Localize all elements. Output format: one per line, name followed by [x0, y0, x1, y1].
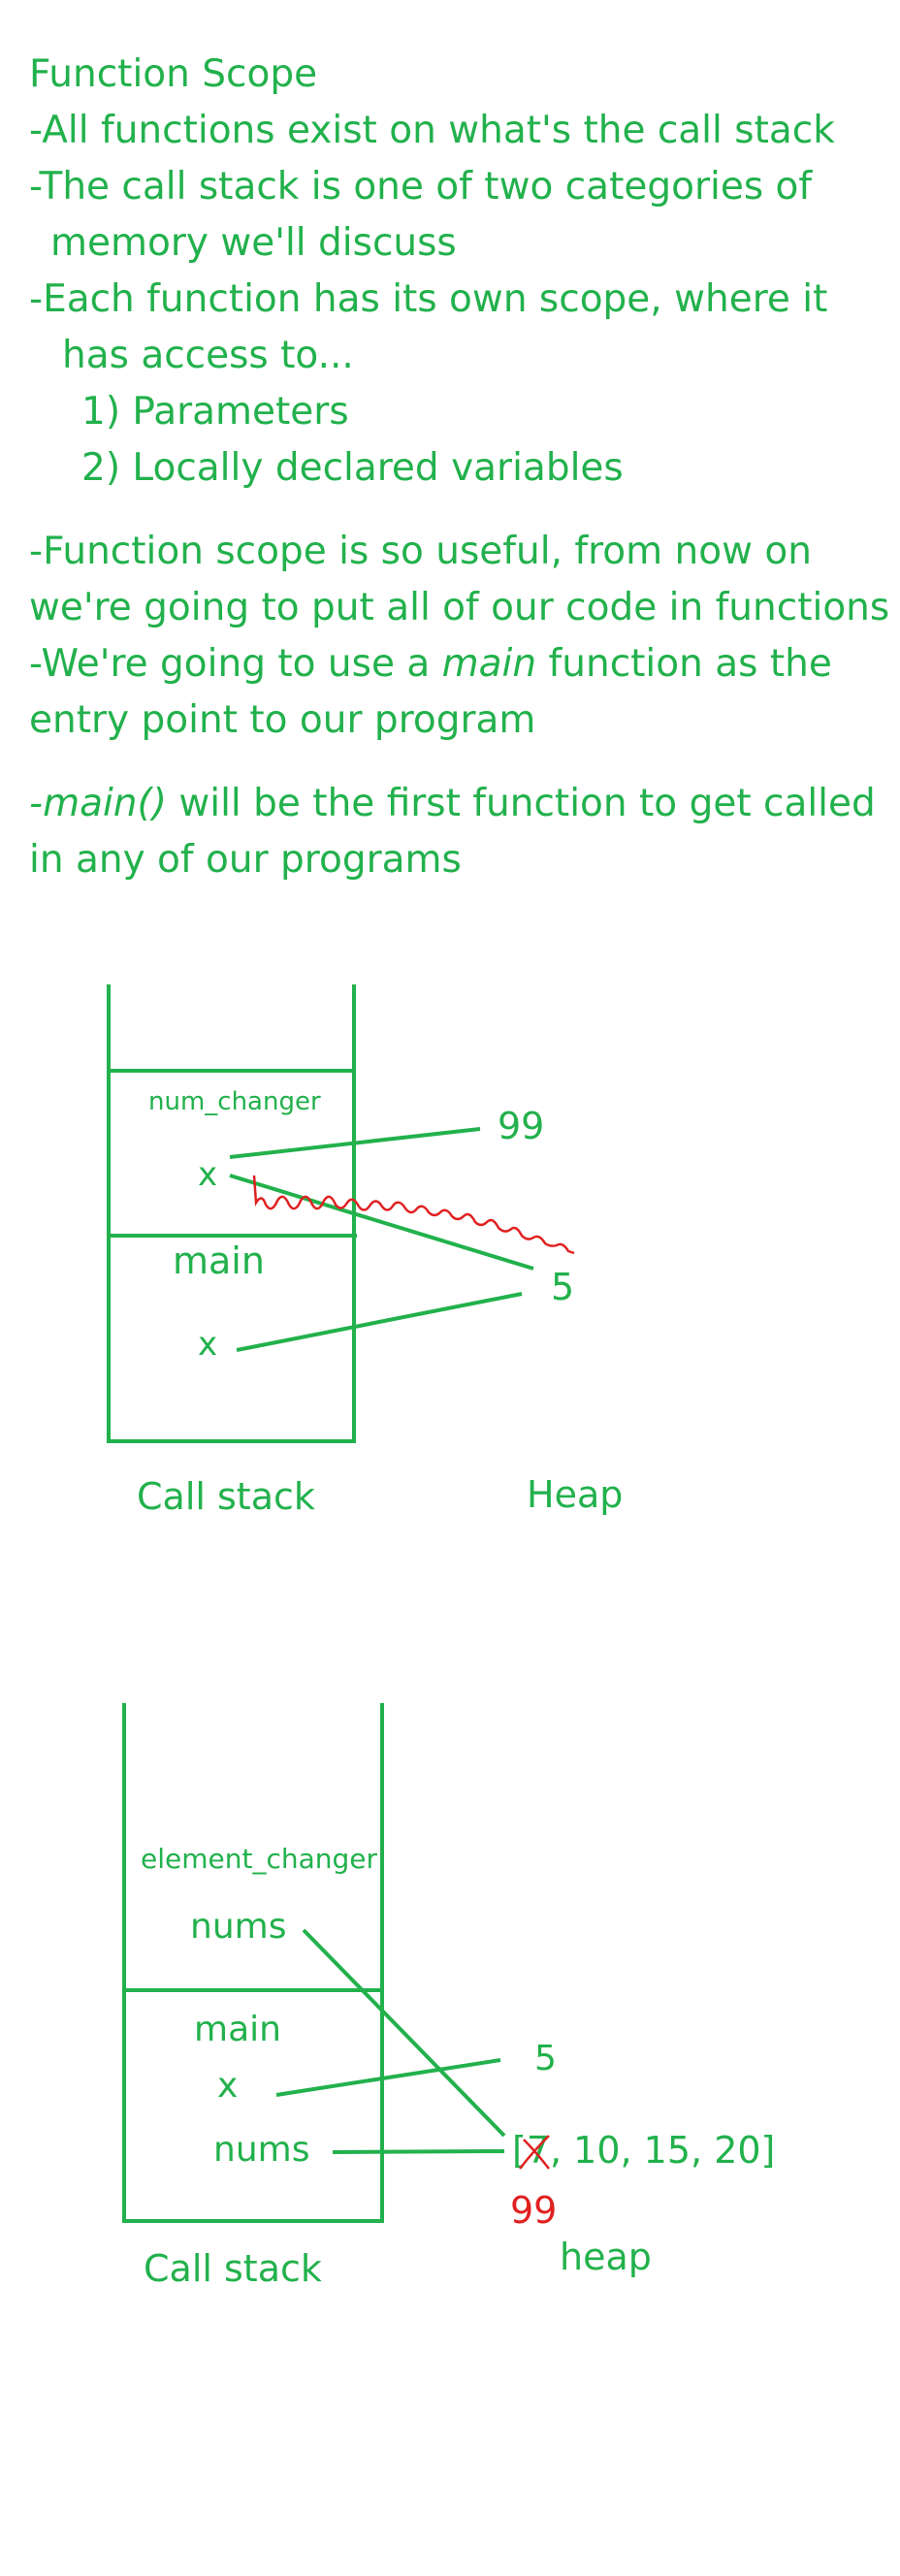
d2-stack-caption: Call stack	[144, 2247, 322, 2290]
d1-main-x: x	[198, 1325, 217, 1364]
d2-element-changer-nums: nums	[190, 1907, 286, 1947]
notes-para2-line4: entry point to our program	[29, 698, 536, 742]
d1-main-label: main	[173, 1240, 265, 1282]
d1-pointer-scribble	[252, 1175, 575, 1255]
notes-bullet-3-cont: has access to...	[62, 334, 354, 377]
d1-stack-caption: Call stack	[137, 1475, 315, 1518]
d2-main-label: main	[194, 2010, 281, 2049]
notes-title: Function Scope	[29, 52, 318, 96]
d2-strike-mark	[519, 2135, 550, 2170]
notes-para2-line1: -Function scope is so useful, from now o…	[29, 530, 812, 573]
notes-bullet-2-cont: memory we'll discuss	[50, 221, 457, 265]
d1-heap-caption: Heap	[527, 1473, 623, 1516]
d1-num-changer-label: num_changer	[148, 1087, 321, 1116]
d2-element-changer-pointer	[302, 1928, 506, 2138]
d1-num-changer-x: x	[198, 1155, 217, 1194]
d2-list-replacement: 99	[510, 2189, 557, 2232]
notes-bullet-3: -Each function has its own scope, where …	[29, 277, 828, 321]
d2-heap-caption: heap	[560, 2236, 652, 2278]
notes-para3-line2: in any of our programs	[29, 838, 462, 882]
notes-para3-line1: -main() will be the first function to ge…	[29, 782, 876, 825]
notes-para2-line2: we're going to put all of our code in fu…	[29, 586, 890, 629]
d2-main-x-pointer	[275, 2058, 501, 2097]
d1-heap-value-old: 5	[551, 1266, 574, 1308]
d2-list: [7, 10, 15, 20]	[512, 2129, 775, 2172]
d2-main-nums-pointer	[332, 2149, 505, 2154]
diagram-1: num_changer x main x 99 5 Call stack Hea…	[107, 984, 623, 1518]
notes-item-locals: 2) Locally declared variables	[81, 446, 624, 490]
d1-pointer-old	[229, 1174, 534, 1271]
d2-main-nums: nums	[213, 2130, 309, 2170]
notes-main-call: main()	[43, 782, 167, 825]
d2-main-x: x	[217, 2066, 238, 2106]
d1-heap-value-new: 99	[498, 1105, 544, 1147]
diagram-2: element_changer nums main x nums 5 [7, 1…	[122, 1703, 775, 2290]
notes-item-parameters: 1) Parameters	[81, 390, 349, 434]
d1-main-pointer	[236, 1292, 523, 1352]
d1-pointer-new	[229, 1127, 481, 1159]
notes-bullet-2: -The call stack is one of two categories…	[29, 165, 813, 209]
notes-para2-line3: -We're going to use a main function as t…	[29, 642, 832, 686]
notes-block: Function Scope -All functions exist on w…	[29, 47, 889, 888]
d2-element-changer-label: element_changer	[141, 1843, 378, 1875]
d2-heap-value-x: 5	[534, 2039, 557, 2078]
notes-bullet-1: -All functions exist on what's the call …	[29, 109, 835, 152]
notes-main-word: main	[441, 642, 537, 686]
d2-list-crossed-item: 7,	[527, 2129, 562, 2172]
